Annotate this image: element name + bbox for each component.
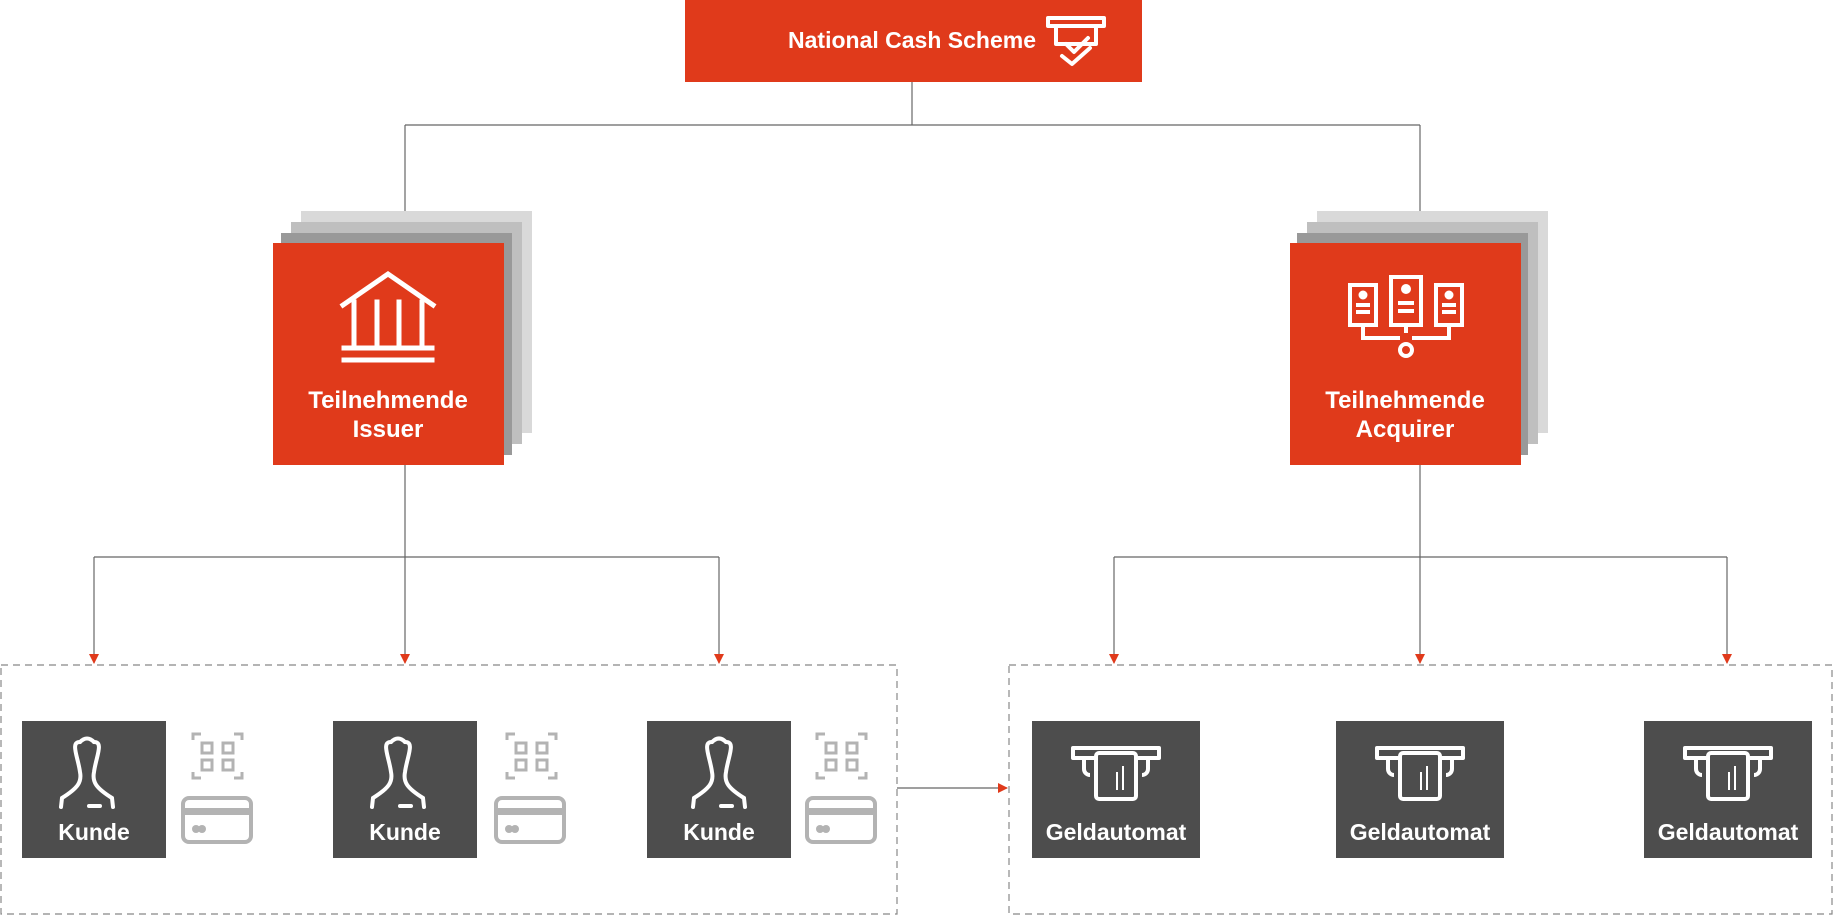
scheme-connectors <box>404 82 1421 211</box>
atm-label: Geldautomat <box>1658 819 1799 845</box>
issuer-connectors <box>89 465 724 664</box>
cash-dispense-icon <box>1046 16 1106 66</box>
atm-icon <box>1375 746 1465 801</box>
qr-code-icon <box>505 732 558 780</box>
customers-group <box>0 664 898 915</box>
issuer-node: Teilnehmende Issuer <box>273 211 532 465</box>
atm-icon <box>1071 746 1161 801</box>
qr-code-icon <box>191 732 244 780</box>
acquirer-label-line1: Teilnehmende <box>1325 387 1485 414</box>
customer-label: Kunde <box>683 819 755 845</box>
acquirer-connectors <box>1109 465 1732 664</box>
user-icon <box>370 736 426 809</box>
card-icon <box>494 796 566 844</box>
customer-label: Kunde <box>58 819 130 845</box>
customer-node: Kunde <box>22 721 166 858</box>
scheme-label: National Cash Scheme <box>788 27 1036 53</box>
user-icon <box>691 736 747 809</box>
atm-node: Geldautomat <box>1644 721 1812 858</box>
acquirer-node: Teilnehmende Acquirer <box>1290 211 1548 465</box>
customer-node: Kunde <box>647 721 791 858</box>
scheme-node: National Cash Scheme <box>685 0 1142 82</box>
card-icon <box>805 796 877 844</box>
bank-icon <box>339 270 437 363</box>
issuer-label-line2: Issuer <box>353 416 424 443</box>
card-icon <box>181 796 253 844</box>
customer-node: Kunde <box>333 721 477 858</box>
customer-label: Kunde <box>369 819 441 845</box>
atm-icon <box>1683 746 1773 801</box>
atm-label: Geldautomat <box>1046 819 1187 845</box>
qr-code-icon <box>815 732 868 780</box>
atm-node: Geldautomat <box>1336 721 1504 858</box>
user-icon <box>59 736 115 809</box>
atm-label: Geldautomat <box>1350 819 1491 845</box>
servers-icon <box>1348 275 1464 358</box>
atms-group <box>1008 664 1833 915</box>
atm-node: Geldautomat <box>1032 721 1200 858</box>
issuer-label-line1: Teilnehmende <box>308 387 468 414</box>
acquirer-label-line2: Acquirer <box>1356 416 1455 443</box>
